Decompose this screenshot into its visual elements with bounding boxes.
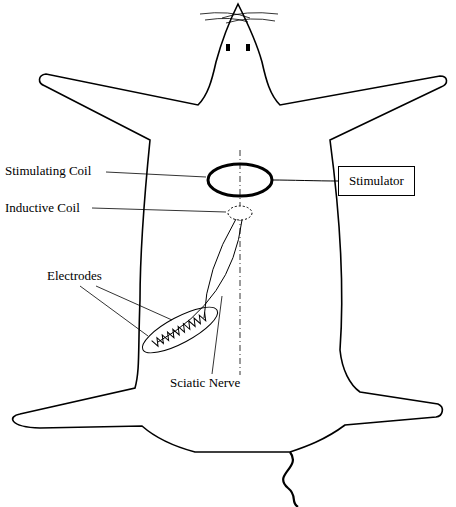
rat-tail bbox=[283, 452, 298, 507]
part-label: Inductive Coil bbox=[3, 200, 82, 215]
leader-line bbox=[80, 286, 148, 336]
eye bbox=[226, 44, 230, 51]
electrodes bbox=[137, 299, 223, 361]
part-label: Stimulating Coil bbox=[3, 163, 93, 178]
rat-body bbox=[13, 4, 447, 452]
stimulator-cable bbox=[272, 180, 338, 181]
box-text: Stimulator bbox=[349, 173, 404, 188]
eye bbox=[246, 44, 250, 51]
part-label: Electrodes bbox=[45, 268, 104, 283]
leader-line bbox=[96, 286, 172, 320]
midline bbox=[240, 150, 241, 380]
leader-line bbox=[92, 208, 226, 212]
inductive-coil bbox=[228, 206, 252, 220]
whiskers bbox=[200, 13, 278, 23]
part-label: Sciatic Nerve bbox=[168, 375, 242, 390]
nerve-wire bbox=[158, 220, 242, 342]
device-box: Stimulator bbox=[338, 166, 415, 196]
nerve-wire bbox=[204, 219, 236, 318]
leader-line bbox=[106, 172, 206, 177]
leader-line bbox=[212, 296, 222, 374]
stimulating-coil bbox=[208, 164, 272, 196]
